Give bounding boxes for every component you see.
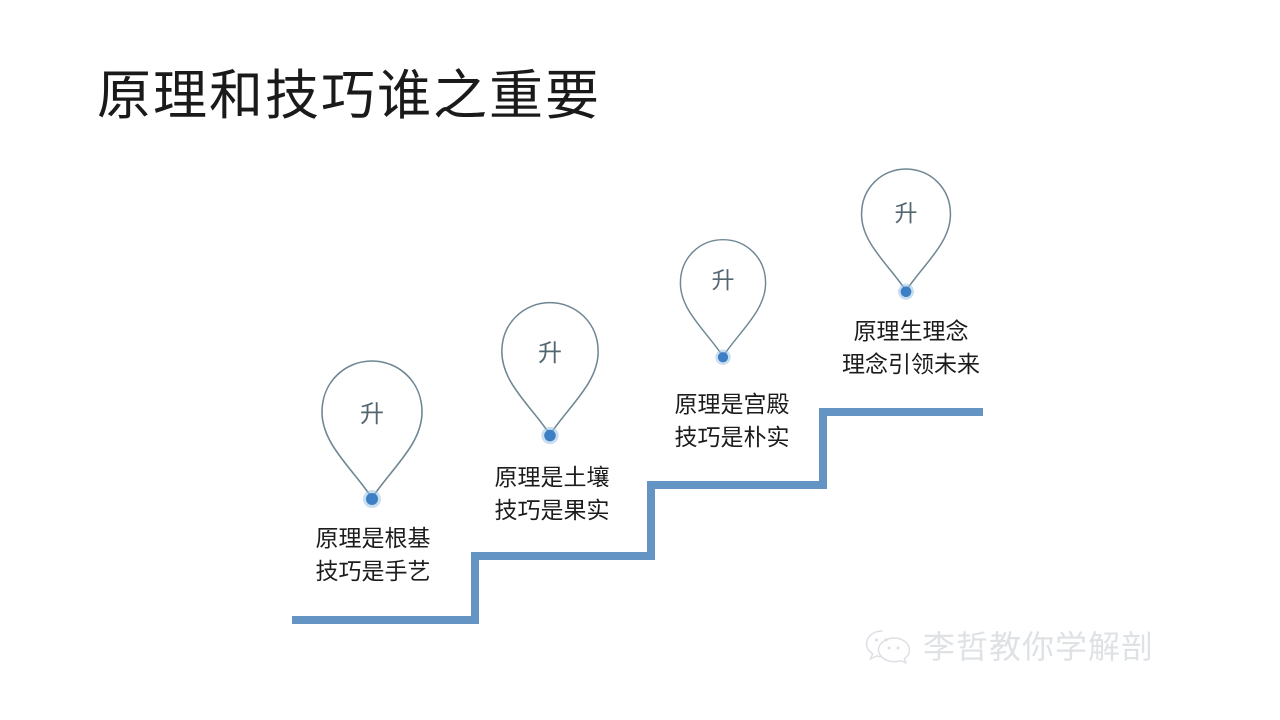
caption-line-2: 理念引领未来	[842, 352, 980, 377]
watermark: 李哲教你学解剖	[865, 627, 1154, 667]
wechat-big-bubble	[865, 630, 883, 661]
balloon-group-3: 升	[677, 228, 789, 380]
wechat-icon	[865, 630, 911, 664]
balloon-shape-4	[860, 168, 952, 300]
balloon-outline	[679, 238, 767, 358]
balloon-knot-dot	[717, 352, 729, 363]
wechat-small-eye-right	[896, 646, 900, 650]
balloon-shape-3	[679, 238, 767, 365]
balloon-char-4: 升	[894, 201, 918, 226]
wechat-eye-left	[874, 638, 879, 642]
caption-line-1: 原理生理念	[853, 319, 969, 344]
balloon-group-4: 升	[858, 160, 970, 312]
wechat-small-eye-left	[887, 646, 891, 650]
caption-line-2: 技巧是手艺	[315, 559, 431, 584]
balloon-outline	[860, 168, 952, 293]
balloon-char-3: 升	[711, 268, 735, 293]
balloon-char-2: 升	[538, 341, 562, 367]
balloon-group-1: 升	[318, 358, 428, 508]
page-title: 原理和技巧谁之重要	[97, 66, 601, 126]
caption-line-1: 原理是根基	[315, 526, 431, 551]
balloon-knot-dot	[544, 429, 556, 442]
balloon-outline	[501, 301, 599, 436]
wechat-small-bubble	[877, 637, 911, 664]
balloon-group-2: 升	[498, 298, 608, 448]
caption-line-1: 原理是宫殿	[674, 392, 790, 417]
watermark-text: 李哲教你学解剖	[923, 629, 1155, 665]
balloon-caption-1: 原理是根基 技巧是手艺	[294, 522, 452, 588]
balloon-caption-3: 原理是宫殿 技巧是朴实	[653, 388, 811, 454]
balloon-knot-dot	[366, 493, 378, 505]
balloon-caption-2: 原理是土壤 技巧是果实	[473, 461, 631, 527]
balloon-shape-1	[321, 360, 423, 508]
balloon-knot-dot	[900, 286, 912, 297]
caption-line-2: 技巧是果实	[494, 498, 610, 523]
balloon-caption-4: 原理生理念 理念引领未来	[831, 315, 991, 381]
balloon-char-1: 升	[360, 402, 384, 428]
balloon-shape-2	[501, 301, 599, 445]
caption-line-1: 原理是土壤	[494, 465, 610, 490]
balloon-outline	[321, 360, 423, 500]
caption-line-2: 技巧是朴实	[674, 425, 790, 450]
